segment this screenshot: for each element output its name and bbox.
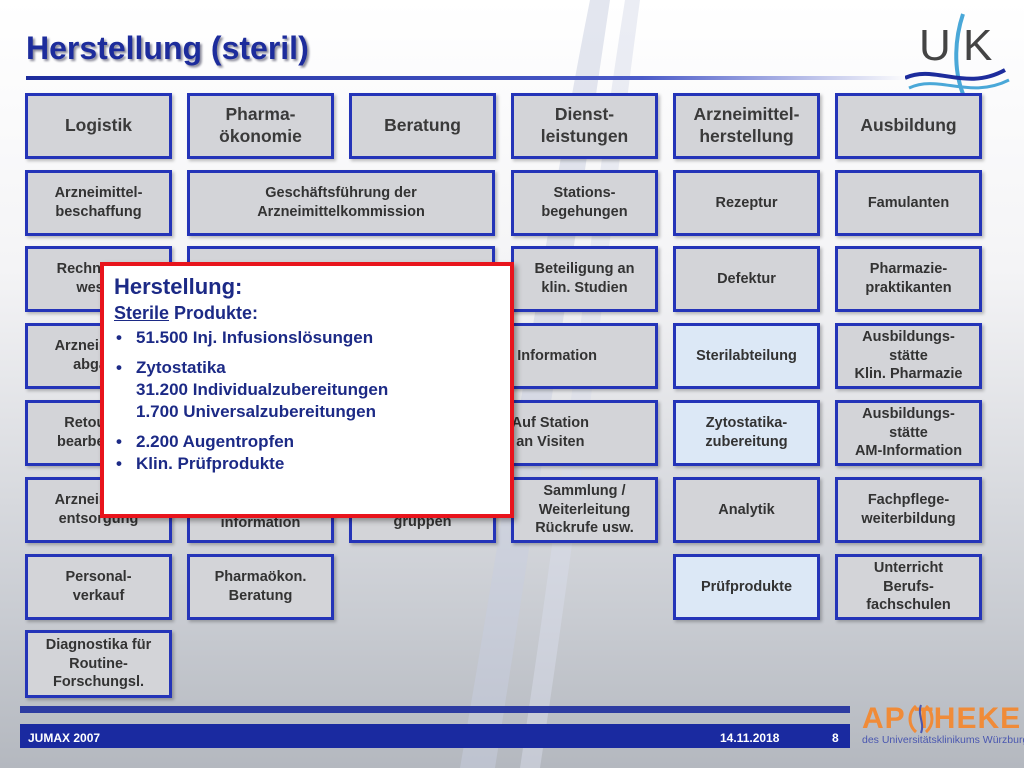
footer-rule (20, 706, 850, 713)
header-arzneimittelherstellung: Arzneimittel- herstellung (673, 93, 820, 159)
item-fachpflegeweiterbildung: Fachpflege- weiterbildung (835, 477, 982, 543)
title-underline (26, 76, 906, 80)
apotheke-logo-text: AP THEKE (862, 702, 1022, 735)
header-logistik: Logistik (25, 93, 172, 159)
footer-left-text: JUMAX 2007 (28, 731, 101, 745)
popup-item-infusion: 51.500 Inj. Infusionslösungen (114, 327, 500, 349)
apotheke-logo-subtitle: des Universitätsklinikums Würzburg (862, 734, 1024, 746)
popup-subtitle: Sterile Produkte: (114, 302, 500, 325)
item-analytik: Analytik (673, 477, 820, 543)
item-unterricht-berufsfachschulen: Unterricht Berufs- fachschulen (835, 554, 982, 620)
popup-list: 51.500 Inj. Infusionslösungen Zytostatik… (114, 327, 500, 476)
item-famulanten: Famulanten (835, 170, 982, 236)
popup-subtitle-rest: Produkte: (169, 303, 259, 324)
popup-subtitle-underlined: Sterile (114, 303, 170, 324)
popup-title: Herstellung: (114, 274, 243, 299)
item-pharmaoekon-beratung: Pharmaökon. Beratung (187, 554, 334, 620)
item-ausbildungsstaette-klin: Ausbildungs- stätte Klin. Pharmazie (835, 323, 982, 389)
header-ausbildung: Ausbildung (835, 93, 982, 159)
item-geschaeftsfuehrung: Geschäftsführung der Arzneimittelkommiss… (187, 170, 495, 236)
footer-bar (20, 724, 850, 748)
popup-item-pruefprodukte: Klin. Prüfprodukte (114, 453, 500, 475)
item-pharmaziepraktikanten: Pharmazie- praktikanten (835, 246, 982, 312)
popup-item-zytostatika: Zytostatika 31.200 Individualzubereitung… (114, 357, 500, 423)
item-ausbildungsstaette-am: Ausbildungs- stätte AM-Information (835, 400, 982, 466)
footer-date: 14.11.2018 (720, 731, 780, 745)
header-dienstleistungen: Dienst- leistungen (511, 93, 658, 159)
slide-title: Herstellung (steril) (26, 30, 309, 66)
uk-logo-icon: U K (905, 13, 1010, 95)
item-sterilabteilung: Sterilabteilung (673, 323, 820, 389)
item-rezeptur: Rezeptur (673, 170, 820, 236)
apotheke-logo-icon (908, 704, 934, 734)
apotheke-logo: AP THEKE des Universitätsklinikums Würzb… (862, 702, 1024, 750)
header-beratung: Beratung (349, 93, 496, 159)
item-personalverkauf: Personal- verkauf (25, 554, 172, 620)
popup-item-augentropfen: 2.200 Augentropfen (114, 431, 500, 453)
footer-page-number: 8 (832, 731, 839, 745)
item-diagnostika: Diagnostika für Routine- Forschungsl. (25, 630, 172, 698)
item-arzneimittelbeschaffung: Arzneimittel- beschaffung (25, 170, 172, 236)
header-pharmaoekonomie: Pharma- ökonomie (187, 93, 334, 159)
item-zytostatikazubereitung: Zytostatika- zubereitung (673, 400, 820, 466)
item-defektur: Defektur (673, 246, 820, 312)
item-pruefprodukte: Prüfprodukte (673, 554, 820, 620)
herstellung-popup: Herstellung: Sterile Produkte: 51.500 In… (100, 262, 514, 518)
item-stationsbegehungen: Stations- begehungen (511, 170, 658, 236)
item-beteiligung-studien: Beteiligung an klin. Studien (511, 246, 658, 312)
item-sammlung-rueckrufe: Sammlung / Weiterleitung Rückrufe usw. (511, 477, 658, 543)
